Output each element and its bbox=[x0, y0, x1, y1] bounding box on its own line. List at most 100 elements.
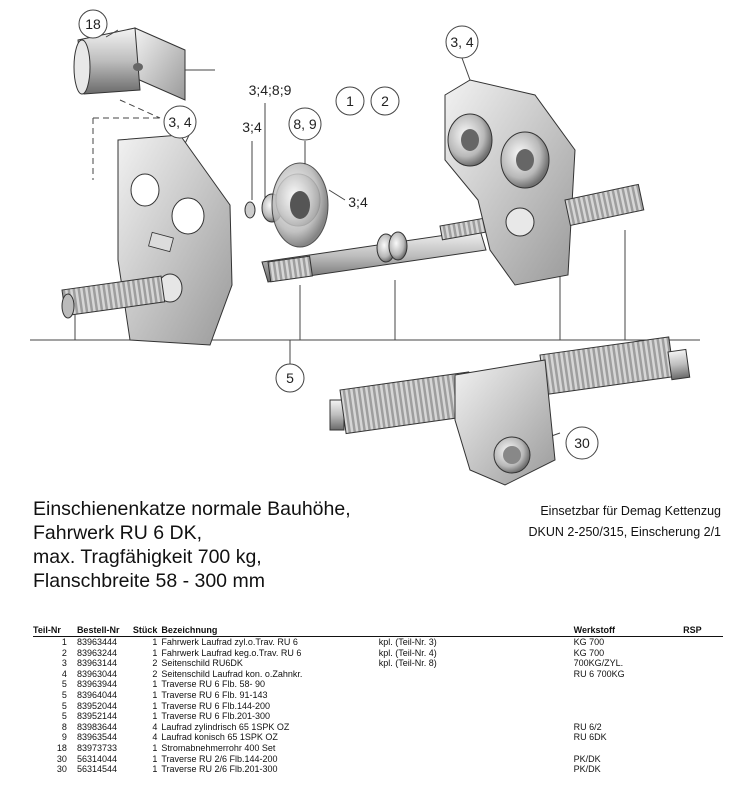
table-cell-teil: 1 bbox=[61, 637, 67, 647]
table-cell-stueck: 1 bbox=[152, 700, 158, 711]
callout-34-top-right: 3, 4 bbox=[445, 25, 479, 59]
table-cell-wst: KG 700 bbox=[573, 637, 605, 647]
table-cell-stueck: 1 bbox=[152, 637, 158, 647]
table-cell-bez: Fahrwerk Laufrad keg.o.Trav. RU 6 bbox=[161, 647, 302, 658]
note-line-2: DKUN 2-250/315, Einscherung 2/1 bbox=[528, 525, 721, 539]
table-cell-kpl bbox=[379, 679, 574, 690]
table-cell-kpl bbox=[379, 722, 574, 733]
table-cell-bez: Fahrwerk Laufrad zyl.o.Trav. RU 6 bbox=[161, 637, 298, 647]
table-cell-teil: 2 bbox=[61, 647, 67, 658]
table-cell-rsp bbox=[683, 754, 723, 765]
col-bezeichnung: Bezeichnung bbox=[161, 625, 379, 637]
crossbeam-30 bbox=[329, 336, 691, 486]
right-spring bbox=[564, 183, 645, 227]
callout-34-plate: 3, 4 bbox=[163, 105, 197, 139]
table-cell-bez: Traverse RU 6 Flb. 91-143 bbox=[161, 689, 268, 700]
table-cell-stueck: 1 bbox=[152, 753, 158, 764]
title-line-3: max. Tragfähigkeit 700 kg, bbox=[33, 546, 262, 568]
table-cell-rsp bbox=[683, 764, 723, 775]
col-werkstoff: Werkstoff bbox=[573, 625, 684, 637]
table-cell-bestell: 83963044 bbox=[76, 668, 117, 679]
table-cell-kpl: kpl. (Teil-Nr. 3) bbox=[378, 637, 437, 647]
callout-1-label: 1 bbox=[346, 93, 354, 109]
table-cell-kpl bbox=[379, 732, 574, 743]
table-cell-wst: RU 6/2 bbox=[573, 721, 602, 732]
table-cell-teil: 5 bbox=[61, 700, 67, 711]
col-stueck: Stück bbox=[132, 625, 162, 637]
table-cell-kpl bbox=[379, 711, 574, 722]
table-cell-bez: Seitenschild RU6DK bbox=[161, 658, 243, 669]
callout-34-top-right-label: 3, 4 bbox=[450, 34, 474, 50]
table-cell-wst: RU 6 700KG bbox=[573, 668, 625, 679]
table-cell-teil: 18 bbox=[56, 742, 67, 753]
callout-5: 5 bbox=[275, 363, 305, 393]
table-cell-bez: Traverse RU 6 Flb.201-300 bbox=[161, 711, 271, 722]
callout-2: 2 bbox=[370, 86, 400, 116]
table-cell-stueck: 2 bbox=[152, 668, 158, 679]
table-cell-rsp bbox=[683, 658, 723, 669]
table-cell-teil: 30 bbox=[56, 753, 67, 764]
table-cell-wst: RU 6DK bbox=[573, 732, 607, 743]
table-cell-rsp bbox=[683, 743, 723, 754]
table-cell-bez: Traverse RU 2/6 Flb.144-200 bbox=[161, 753, 278, 764]
right-side-plate bbox=[444, 79, 576, 286]
table-cell-teil: 8 bbox=[61, 721, 67, 732]
document-title: Einschienenkatze normale Bauhöhe, Fahrwe… bbox=[33, 497, 351, 593]
table-cell-bestell: 56314544 bbox=[76, 764, 117, 775]
table-cell-teil: 5 bbox=[61, 689, 67, 700]
exploded-assembly-drawing: 18 3, 4 3;4;8;9 1 2 3, 4 3;4 8, 9 3;4 5 … bbox=[30, 9, 700, 486]
table-cell-bez: Laufrad konisch 65 1SPK OZ bbox=[161, 732, 278, 743]
callout-30: 30 bbox=[565, 426, 599, 460]
table-cell-wst bbox=[574, 679, 684, 690]
callout-30-label: 30 bbox=[574, 435, 590, 451]
table-cell-bez: Seitenschild Laufrad kon. o.Zahnkr. bbox=[161, 668, 303, 679]
table-cell-wst bbox=[574, 743, 684, 754]
parts-table-header: Teil-Nr Bestell-Nr Stück Bezeichnung Wer… bbox=[33, 625, 723, 637]
title-line-4: Flanschbreite 58 - 300 mm bbox=[33, 570, 265, 592]
callout-89: 8, 9 bbox=[288, 107, 322, 141]
table-cell-rsp bbox=[683, 701, 723, 712]
table-cell-stueck: 1 bbox=[152, 711, 158, 722]
table-cell-rsp bbox=[683, 669, 723, 680]
table-cell-wst: 700KG/ZYL. bbox=[573, 658, 624, 669]
callout-34-plate-label: 3, 4 bbox=[168, 114, 192, 130]
table-cell-bestell: 83963444 bbox=[76, 637, 117, 647]
col-kpl bbox=[378, 625, 574, 637]
table-cell-kpl bbox=[379, 754, 574, 765]
table-cell-bez: Traverse RU 2/6 Flb.201-300 bbox=[161, 764, 278, 775]
table-cell-teil: 4 bbox=[61, 668, 67, 679]
table-cell-stueck: 2 bbox=[152, 658, 158, 669]
table-cell-wst bbox=[574, 711, 684, 722]
table-cell-kpl bbox=[379, 743, 574, 754]
table-cell-kpl bbox=[379, 701, 574, 712]
table-cell-kpl bbox=[379, 690, 574, 701]
callout-2-label: 2 bbox=[381, 93, 389, 109]
table-cell-bez: Laufrad zylindrisch 65 1SPK OZ bbox=[161, 721, 290, 732]
table-cell-bestell: 56314044 bbox=[76, 753, 117, 764]
table-cell-wst bbox=[574, 701, 684, 712]
table-cell-rsp bbox=[683, 679, 723, 690]
table-cell-bestell: 83973733 bbox=[76, 742, 117, 753]
col-bestell-nr: Bestell-Nr bbox=[76, 625, 133, 637]
table-cell-rsp bbox=[683, 711, 723, 722]
note-line-1: Einsetzbar für Demag Kettenzug bbox=[540, 504, 721, 518]
col-teil-nr: Teil-Nr bbox=[33, 625, 77, 637]
table-cell-bestell: 83963144 bbox=[76, 658, 117, 669]
table-cell-stueck: 4 bbox=[152, 721, 158, 732]
callout-18-label: 18 bbox=[85, 16, 101, 32]
table-cell-bez: Traverse RU 6 Flb. 58- 90 bbox=[161, 679, 266, 690]
table-cell-bestell: 83963944 bbox=[76, 679, 117, 690]
table-cell-bestell: 83952144 bbox=[76, 711, 117, 722]
table-cell-wst: PK/DK bbox=[573, 764, 601, 775]
table-cell-stueck: 4 bbox=[152, 732, 158, 743]
table-cell-wst bbox=[574, 690, 684, 701]
